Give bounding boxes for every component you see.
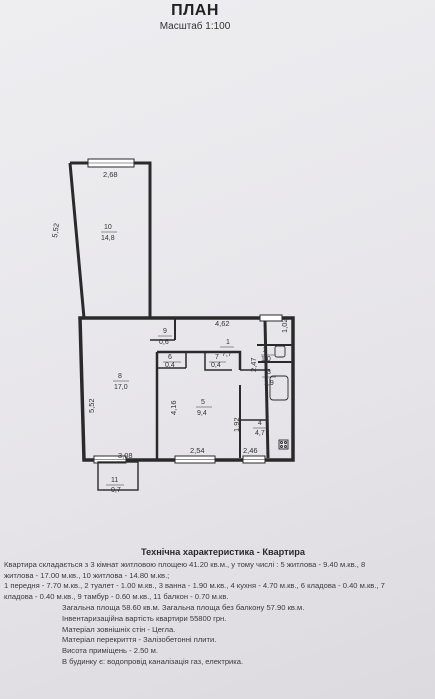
dim-1-02: 1,02: [280, 318, 289, 333]
dim-1-92: 1,92: [232, 417, 241, 432]
room-5-label: 5 9,4: [196, 399, 212, 417]
room-4-label: 4 4,7: [253, 420, 267, 437]
dim-2-68: 2,68: [103, 170, 118, 179]
tech-line: Квартира складається з 3 кімнат житловою…: [4, 559, 366, 569]
room-1-label: 1 7,7: [220, 339, 234, 358]
plan-scale: Масштаб 1:100: [159, 21, 231, 32]
tech-line: кладова - 0.40 м.кв., 9 тамбур - 0.60 м.…: [4, 592, 229, 602]
svg-text:3: 3: [267, 369, 271, 376]
svg-text:7,7: 7,7: [222, 351, 232, 358]
room-3-label: 3 1,9: [262, 369, 276, 387]
room-8-label: 8 17,0: [113, 373, 129, 391]
svg-text:6: 6: [168, 354, 172, 361]
plan-header: ПЛАН Масштаб 1:100: [120, 2, 270, 32]
svg-text:1,9: 1,9: [264, 380, 274, 387]
room-6-label: 6 0,4: [163, 354, 181, 369]
dim-4-16: 4,16: [169, 400, 178, 415]
tech-line: житлова - 17.00 м.кв., 10 житлова - 14.8…: [4, 570, 170, 580]
svg-text:1: 1: [226, 339, 230, 346]
tech-line: Матеріал зовнішніх стін - Цегла.: [62, 624, 176, 634]
dim-4-62: 4,62: [215, 319, 230, 328]
svg-text:0,6: 0,6: [159, 339, 169, 346]
floor-plan-drawing: 2,68 5,52 4,62 1,02 2,47 4,16 1,92 5,52 …: [50, 158, 295, 494]
plan-title: ПЛАН: [171, 2, 219, 19]
tech-line: Матеріал перекриття - Залізобетонні плит…: [62, 635, 217, 645]
svg-text:1,0: 1,0: [261, 356, 271, 363]
svg-text:9: 9: [163, 328, 167, 335]
svg-text:8: 8: [118, 373, 122, 380]
svg-text:4,7: 4,7: [255, 430, 265, 437]
tech-line: В будинку є: водопровід каналізація газ,…: [62, 656, 244, 666]
svg-text:4: 4: [258, 420, 262, 427]
svg-text:14,8: 14,8: [101, 235, 115, 242]
svg-text:17,0: 17,0: [114, 384, 128, 391]
svg-text:10: 10: [104, 224, 112, 231]
technical-characteristics: Технічна характеристика - Квартира Кварт…: [4, 547, 434, 668]
dim-2-46: 2,46: [243, 446, 258, 455]
room-11-label: 11 0,7: [106, 477, 124, 494]
svg-text:9,4: 9,4: [197, 410, 207, 417]
svg-text:0,4: 0,4: [211, 362, 221, 369]
tech-line: Інвентаризаційна вартість квартири 55800…: [62, 613, 227, 623]
dim-3-08: 3,08: [118, 451, 133, 460]
room-7-label: 7 0,4: [209, 354, 226, 369]
dim-2-47: 2,47: [249, 357, 258, 372]
svg-text:7: 7: [215, 354, 219, 361]
room-9-label: 9 0,6: [158, 328, 172, 346]
tech-line: Висота приміщень - 2.50 м.: [62, 646, 158, 656]
room-2-label: 2 1,0: [261, 347, 275, 363]
svg-text:2: 2: [263, 347, 267, 354]
tech-line: Загальна площа 58.60 кв.м. Загальна площ…: [62, 602, 305, 612]
dim-2-54: 2,54: [190, 446, 205, 455]
svg-text:11: 11: [111, 477, 118, 484]
svg-text:5: 5: [201, 399, 205, 406]
dim-5-52-bottom: 5,52: [87, 398, 96, 413]
room-10-label: 10 14,8: [101, 224, 117, 242]
svg-text:0,7: 0,7: [111, 487, 121, 494]
dim-5-52-top: 5,52: [50, 223, 61, 239]
tech-title: Технічна характеристика - Квартира: [140, 547, 306, 557]
svg-text:0,4: 0,4: [165, 362, 175, 369]
tech-line: 1 передня - 7.70 м.кв., 2 туалет - 1.00 …: [4, 581, 385, 591]
